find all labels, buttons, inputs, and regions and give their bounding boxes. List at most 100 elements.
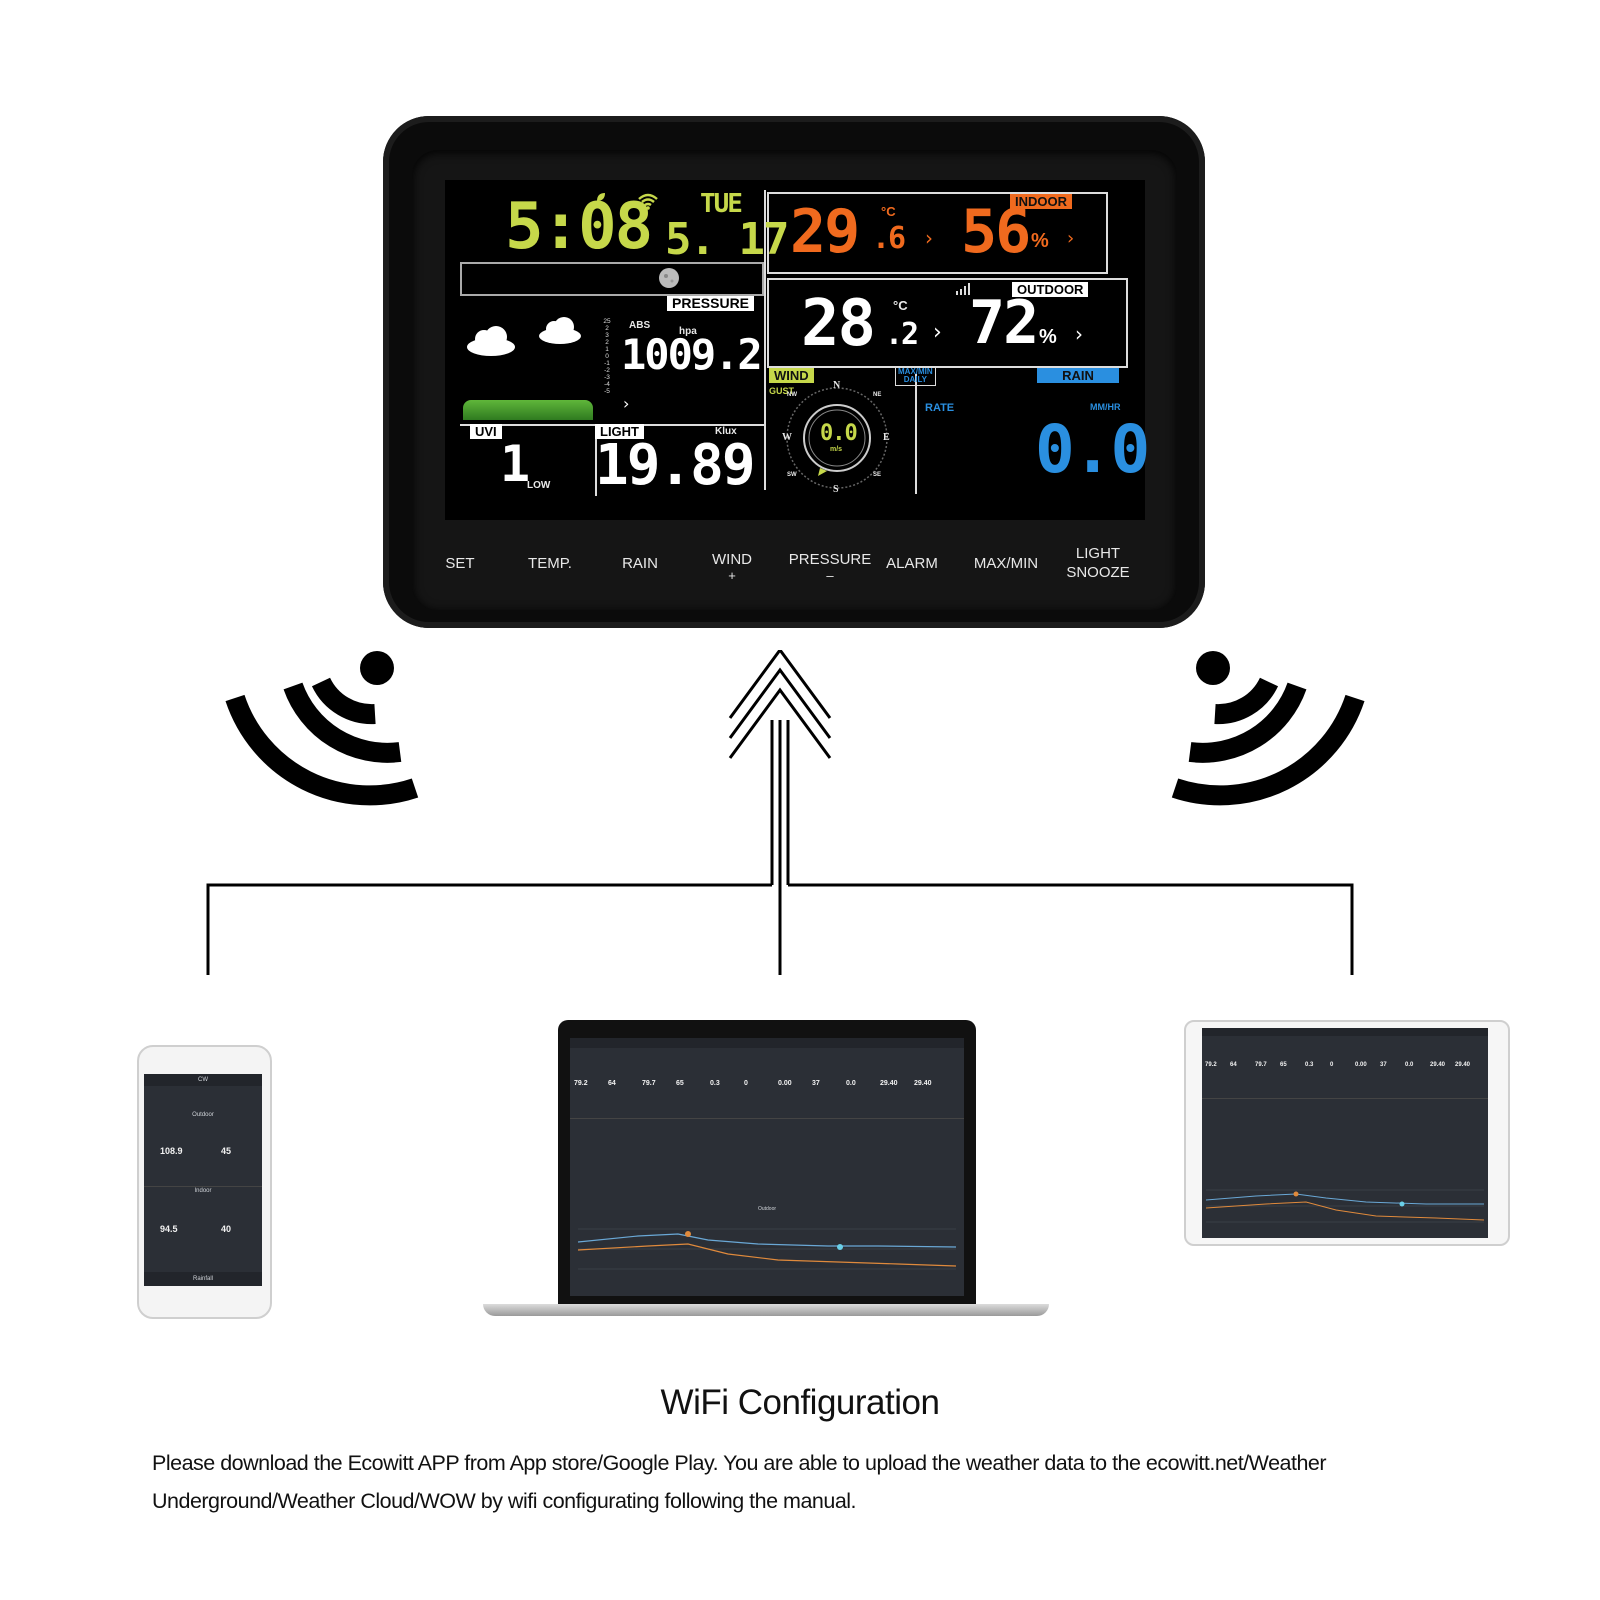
grass-graphic <box>463 400 593 420</box>
moon-bar <box>460 262 764 296</box>
maxmin-daily-badge: MAX/MIN DAILY <box>895 366 936 386</box>
compass-e: E <box>883 432 890 443</box>
maxmin-button-label: MAX/MIN <box>973 555 1039 572</box>
lcd-divider-vertical <box>764 190 766 490</box>
set-button[interactable]: SET <box>412 554 508 573</box>
rain-rate-label: RATE <box>925 402 955 414</box>
pressure-scale-tick: -3 <box>604 374 610 381</box>
minus-label: – <box>826 568 834 583</box>
cloud-icon <box>537 316 583 350</box>
phone-divider <box>144 1186 262 1187</box>
pressure-scale-tick: 1 <box>605 346 609 353</box>
pressure-scale-tick: 2 <box>605 325 609 332</box>
phone-app-title: CW <box>144 1074 262 1086</box>
dashboard-stat-value: 29.40 <box>880 1080 898 1087</box>
indoor-label: INDOOR <box>1010 194 1072 209</box>
gust-label: GUST <box>769 386 795 396</box>
compass-s: S <box>833 484 839 495</box>
wireless-signal-icon-right <box>1160 640 1365 834</box>
pressure-value: 1009.2 <box>621 330 763 379</box>
outdoor-temperature: 28 <box>801 287 876 361</box>
caption-body: Please download the Ecowitt APP from App… <box>152 1451 1327 1513</box>
moon-phase-icon <box>657 266 681 294</box>
pressure-scale-tick: -5 <box>604 388 610 395</box>
phone-outdoor-temp: 108.9 <box>160 1146 183 1156</box>
indoor-temperature-decimal: .6 <box>872 221 906 256</box>
wind-unit: m/s <box>830 446 843 453</box>
wind-button-label: WIND <box>712 551 752 568</box>
light-unit: Klux <box>715 426 737 437</box>
rain-unit: MM/HR <box>1090 402 1121 412</box>
day-of-week: TUE <box>700 189 743 219</box>
indoor-humidity-unit: % <box>1031 230 1049 252</box>
phone-indoor-temp: 94.5 <box>160 1224 178 1234</box>
rain-label: RAIN <box>1037 368 1119 383</box>
indoor-temperature-unit: °C <box>881 204 896 219</box>
pressure-scale-tick: -1 <box>604 360 610 367</box>
phone-section-indoor: Indoor <box>194 1188 212 1194</box>
dashboard-stat-value: 0.0 <box>1405 1062 1414 1068</box>
dashboard-stat-value: 0 <box>1330 1062 1334 1068</box>
dashboard-stat-value: 0.3 <box>710 1080 720 1087</box>
dashboard-stat-value: 79.2 <box>1205 1062 1217 1068</box>
pressure-button-label: PRESSURE <box>788 551 872 568</box>
rain-button[interactable]: RAIN <box>592 554 688 573</box>
maxmin-button[interactable]: MAX/MIN <box>958 554 1054 573</box>
dashboard-stat-value: 79.7 <box>1255 1062 1267 1068</box>
outdoor-humidity: 72 <box>969 288 1039 358</box>
temp-button-label: TEMP. <box>528 555 572 572</box>
dashboard-stat-value: 0.00 <box>778 1080 792 1087</box>
indoor-box <box>767 192 1108 274</box>
daily-text: DAILY <box>903 375 927 384</box>
indoor-hum-next-icon: › <box>1067 228 1075 249</box>
dashboard-stat-value: 64 <box>608 1080 616 1087</box>
pressure-next-icon: › <box>623 394 630 413</box>
dashboard-stat-value: 29.40 <box>1430 1062 1446 1068</box>
wind-plus-button[interactable]: WIND + <box>684 550 780 582</box>
temp-button[interactable]: TEMP. <box>502 554 598 573</box>
pressure-minus-button[interactable]: PRESSURE – <box>778 550 882 582</box>
dashboard-stat-value: 65 <box>1280 1062 1287 1068</box>
lcd-divider-uvi-light <box>595 424 597 496</box>
outdoor-temperature-decimal: .2 <box>885 317 919 352</box>
console-button-bar: SET TEMP. RAIN WIND + PRESSURE – ALARM M… <box>412 538 1177 610</box>
tablet-chart <box>1205 1178 1485 1238</box>
plus-label: + <box>728 568 736 583</box>
dashboard-stat-value: 79.2 <box>574 1080 588 1087</box>
light-label: LIGHT <box>595 424 644 439</box>
rain-button-label: RAIN <box>622 555 658 572</box>
compass-se: SE <box>873 472 882 478</box>
wind-compass <box>782 382 892 494</box>
compass-nw: NW <box>787 392 797 398</box>
indoor-temperature: 29 <box>790 197 860 267</box>
light-value: 19.89 <box>595 433 756 498</box>
leaf-icon <box>595 188 607 207</box>
cloud-icon <box>465 325 517 361</box>
light-snooze-button[interactable]: LIGHT SNOOZE <box>1050 544 1146 582</box>
uvi-value: 1 <box>500 435 530 493</box>
tablet-divider <box>1202 1098 1488 1099</box>
indoor-temp-next-icon: › <box>925 226 933 250</box>
maxmin-text: MAX/MIN <box>898 367 933 376</box>
set-button-label: SET <box>445 555 475 572</box>
dashboard-stat-value: 79.7 <box>642 1080 656 1087</box>
outdoor-humidity-unit: % <box>1039 326 1057 348</box>
dashboard-stat-value: 29.40 <box>914 1080 932 1087</box>
pressure-unit: hpa <box>679 326 697 337</box>
phone-section-rainfall: Rainfall <box>144 1272 262 1286</box>
pressure-scale-tick: 25 <box>603 318 611 325</box>
pressure-label: PRESSURE <box>667 296 755 311</box>
dashboard-stat-value: 0.00 <box>1355 1062 1367 1068</box>
laptop-divider <box>570 1118 964 1119</box>
dashboard-stat-value: 0.0 <box>846 1080 856 1087</box>
alarm-button[interactable]: ALARM <box>864 554 960 573</box>
time-display: 5:08 <box>505 190 653 264</box>
caption-title: WiFi Configuration <box>660 1383 940 1422</box>
light-button-label: LIGHT <box>1075 545 1121 562</box>
pressure-abs-label: ABS <box>629 320 651 331</box>
compass-ne: NE <box>873 392 882 398</box>
